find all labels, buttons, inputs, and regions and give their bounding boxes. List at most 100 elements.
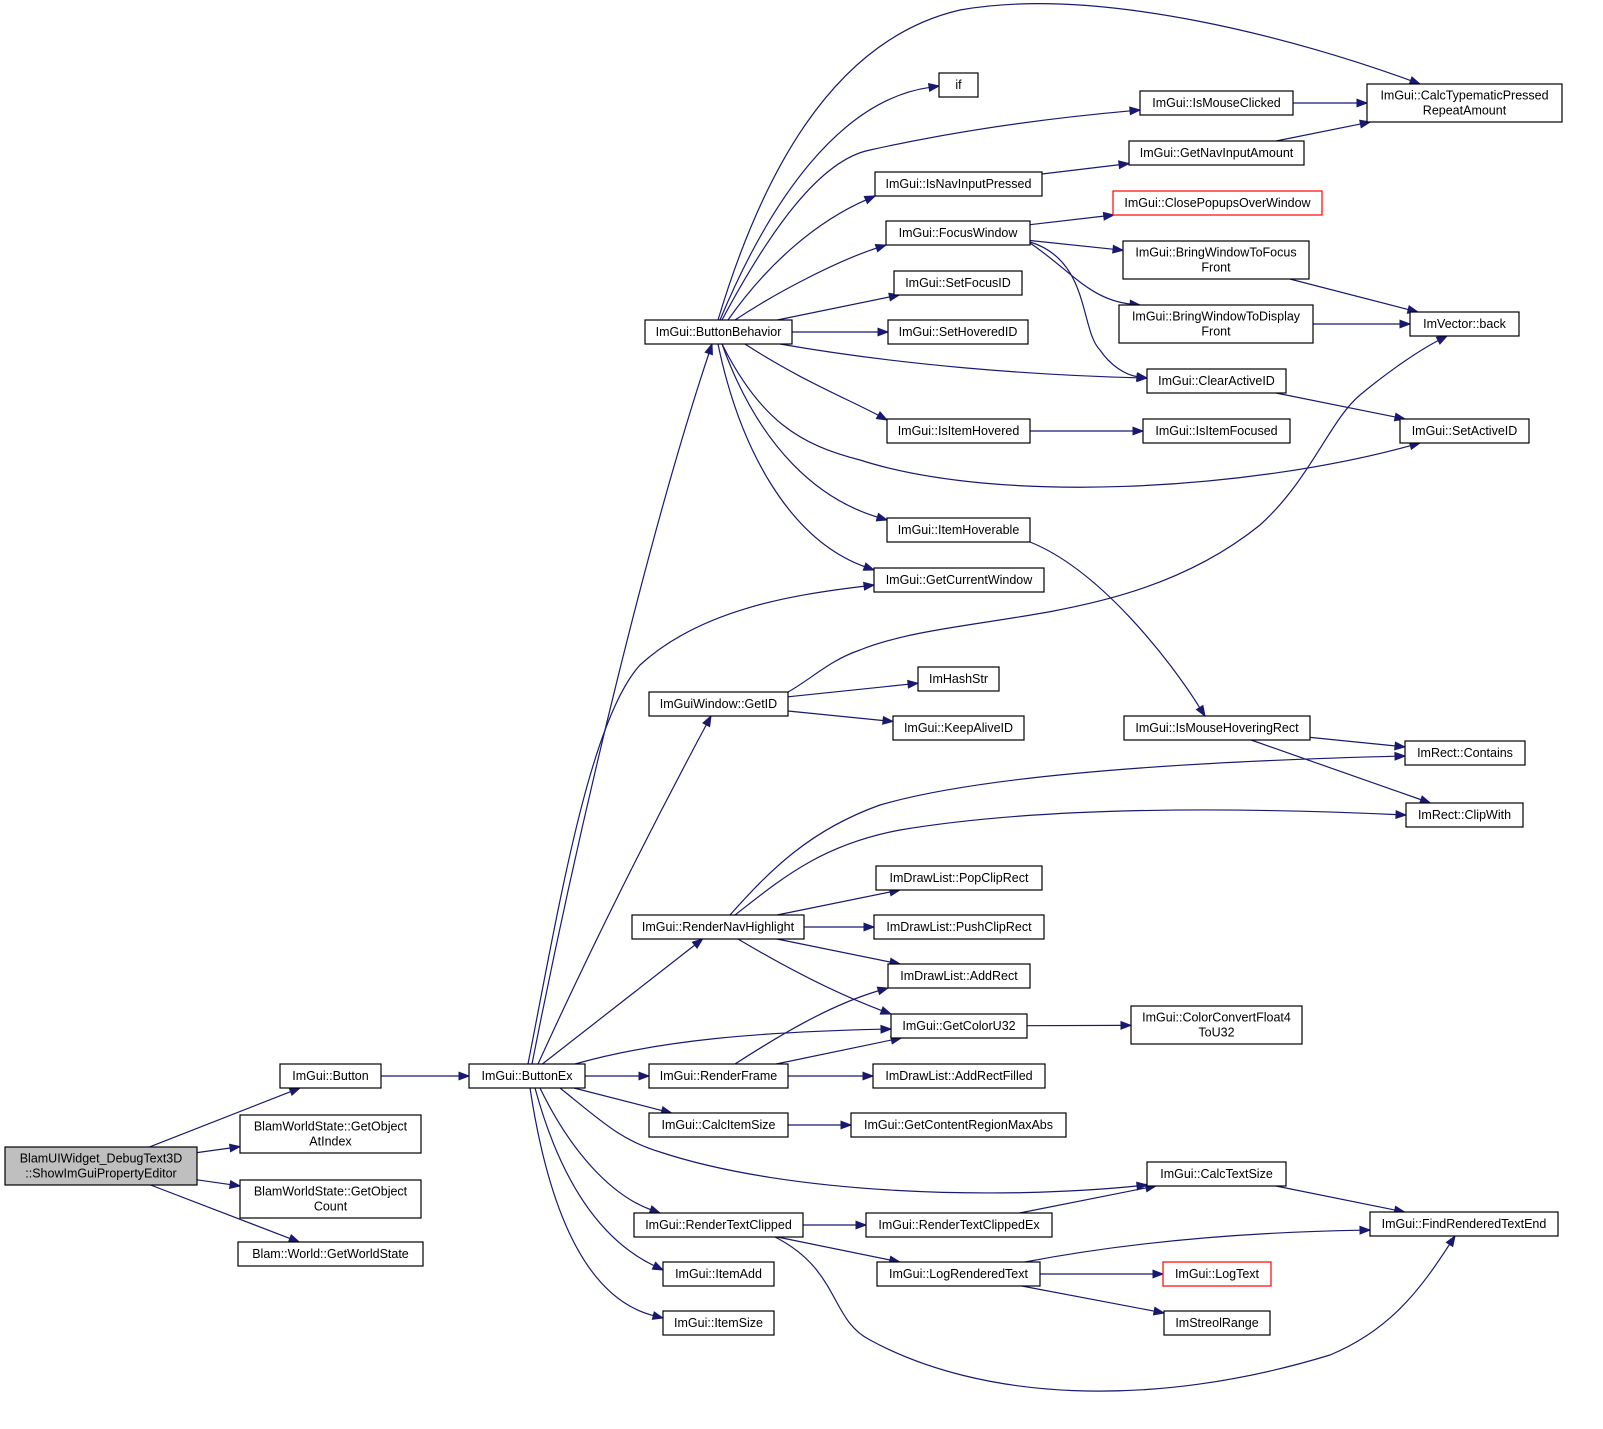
node-pushcliprect[interactable]: ImDrawList::PushClipRect [873,914,1045,940]
node-logtext[interactable]: ImGui::LogText [1162,1261,1272,1287]
node-getcoloru32[interactable]: ImGui::GetColorU32 [890,1013,1028,1039]
node-buttonbehavior[interactable]: ImGui::ButtonBehavior [644,319,793,345]
node-box[interactable] [662,1310,775,1336]
node-ismouseclicked[interactable]: ImGui::IsMouseClicked [1139,90,1294,116]
node-calctextsize[interactable]: ImGui::CalcTextSize [1146,1161,1287,1187]
node-box[interactable] [633,1212,804,1238]
node-box[interactable] [1118,304,1314,344]
node-getcurrentwindow[interactable]: ImGui::GetCurrentWindow [873,567,1045,593]
node-addrectfilled[interactable]: ImDrawList::AddRectFilled [872,1063,1046,1089]
node-box[interactable] [865,1212,1053,1238]
node-imrectcontains[interactable]: ImRect::Contains [1404,740,1526,766]
node-focuswindow[interactable]: ImGui::FocusWindow [885,220,1031,246]
node-box[interactable] [1146,368,1287,394]
node-logrenderedtext[interactable]: ImGui::LogRenderedText [876,1261,1041,1287]
node-imvectorback[interactable]: ImVector::back [1409,311,1520,337]
node-box[interactable] [873,567,1045,593]
node-box[interactable] [631,914,805,940]
node-root[interactable]: BlamUIWidget_DebugText3D::ShowImGuiPrope… [4,1146,198,1186]
node-setfocusid[interactable]: ImGui::SetFocusID [893,270,1023,296]
node-box[interactable] [239,1179,422,1219]
node-box[interactable] [648,1063,789,1089]
node-findrenderedtextend[interactable]: ImGui::FindRenderedTextEnd [1369,1211,1559,1237]
node-box[interactable] [1130,1005,1303,1045]
node-box[interactable] [917,666,1000,692]
node-rendertextclipped[interactable]: ImGui::RenderTextClipped [633,1212,804,1238]
node-box[interactable] [1162,1261,1272,1287]
node-box[interactable] [1122,240,1310,280]
node-setactiveid[interactable]: ImGui::SetActiveID [1399,418,1530,444]
node-getcontentregionmaxabs[interactable]: ImGui::GetContentRegionMaxAbs [850,1112,1067,1138]
node-calcitemsize[interactable]: ImGui::CalcItemSize [648,1112,789,1138]
node-popcliprect[interactable]: ImDrawList::PopClipRect [875,865,1043,891]
node-getnavinputamount[interactable]: ImGui::GetNavInputAmount [1128,140,1305,166]
node-box[interactable] [876,1261,1041,1287]
node-getid[interactable]: ImGuiWindow::GetID [648,691,789,717]
node-box[interactable] [1366,83,1563,123]
node-imhashstr[interactable]: ImHashStr [917,666,1000,692]
node-box[interactable] [1128,140,1305,166]
node-box[interactable] [1142,418,1291,444]
node-rendertextclippedex[interactable]: ImGui::RenderTextClippedEx [865,1212,1053,1238]
node-box[interactable] [887,319,1029,345]
node-box[interactable] [1146,1161,1287,1187]
node-clearactiveid[interactable]: ImGui::ClearActiveID [1146,368,1287,394]
node-box[interactable] [1123,715,1311,741]
node-box[interactable] [887,963,1031,989]
node-box[interactable] [886,418,1031,444]
node-box[interactable] [1163,1310,1271,1336]
node-box[interactable] [875,865,1043,891]
node-box[interactable] [644,319,793,345]
node-isitemfocused[interactable]: ImGui::IsItemFocused [1142,418,1291,444]
node-rendernavhighlight[interactable]: ImGui::RenderNavHighlight [631,914,805,940]
node-box[interactable] [885,220,1031,246]
node-box[interactable] [1369,1211,1559,1237]
node-box[interactable] [237,1241,424,1267]
node-itemsize[interactable]: ImGui::ItemSize [662,1310,775,1336]
node-closepopupsoverwindow[interactable]: ImGui::ClosePopupsOverWindow [1112,190,1323,216]
node-box[interactable] [1404,740,1526,766]
node-box[interactable] [886,517,1031,543]
node-imstreolrange[interactable]: ImStreolRange [1163,1310,1271,1336]
node-isitemhovered[interactable]: ImGui::IsItemHovered [886,418,1031,444]
node-box[interactable] [1405,802,1524,828]
node-if[interactable]: if [938,72,979,98]
node-box[interactable] [890,1013,1028,1039]
node-box[interactable] [873,914,1045,940]
node-box[interactable] [938,72,979,98]
node-box[interactable] [872,1063,1046,1089]
node-ismousehoveringrect[interactable]: ImGui::IsMouseHoveringRect [1123,715,1311,741]
node-box[interactable] [1409,311,1520,337]
node-addrect[interactable]: ImDrawList::AddRect [887,963,1031,989]
node-box[interactable] [1112,190,1323,216]
node-box[interactable] [239,1114,422,1154]
node-imrectclipwith[interactable]: ImRect::ClipWith [1405,802,1524,828]
node-box[interactable] [1399,418,1530,444]
node-box[interactable] [279,1063,382,1089]
node-button[interactable]: ImGui::Button [279,1063,382,1089]
node-box[interactable] [468,1063,586,1089]
node-sethoveredid[interactable]: ImGui::SetHoveredID [887,319,1029,345]
node-box[interactable] [874,171,1043,197]
node-box[interactable] [893,270,1023,296]
node-itemadd[interactable]: ImGui::ItemAdd [662,1261,775,1287]
node-box[interactable] [892,715,1025,741]
node-itemhoverable[interactable]: ImGui::ItemHoverable [886,517,1031,543]
node-box[interactable] [850,1112,1067,1138]
node-getworldstate[interactable]: Blam::World::GetWorldState [237,1241,424,1267]
node-box[interactable] [1139,90,1294,116]
node-box[interactable] [648,1112,789,1138]
node-box[interactable] [4,1146,198,1186]
node-box[interactable] [648,691,789,717]
node-renderframe[interactable]: ImGui::RenderFrame [648,1063,789,1089]
node-isnavinputpressed[interactable]: ImGui::IsNavInputPressed [874,171,1043,197]
node-box[interactable] [662,1261,775,1287]
node-buttonex[interactable]: ImGui::ButtonEx [468,1063,586,1089]
node-keepaliveid[interactable]: ImGui::KeepAliveID [892,715,1025,741]
